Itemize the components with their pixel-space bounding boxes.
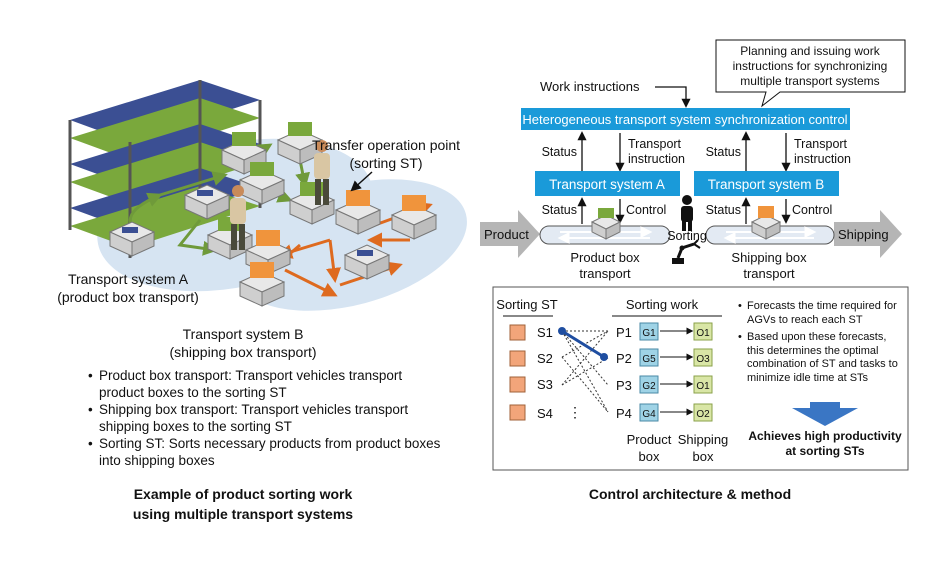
transport-label-b: Transport: [794, 137, 848, 151]
shipping-arrow: [834, 210, 902, 258]
transfer-point-label: Transfer operation point: [312, 137, 460, 153]
station-column: S1 S2 S3 S4 ⋮: [509, 324, 582, 421]
task-row: P2 G5 O3: [616, 348, 713, 367]
product-arrow: [480, 210, 540, 258]
instruction-label-b: instruction: [794, 152, 851, 166]
instruction-label-a: instruction: [628, 152, 685, 166]
bullet-optimize: Based upon these forecasts, this determi…: [738, 331, 906, 385]
bullet-sorting-st: Sorting ST: Sorts necessary products fro…: [88, 435, 448, 469]
result-arrow-icon: [792, 402, 858, 426]
task-p1: P1: [616, 325, 632, 340]
product-box-g4: G4: [642, 409, 656, 420]
bullet-forecast: Forecasts the time required for AGVs to …: [738, 300, 906, 327]
transfer-point-sub-label: (sorting ST): [349, 155, 422, 171]
sync-control-label: Heterogeneous transport system synchroni…: [522, 112, 847, 127]
product-label: Product: [484, 227, 529, 242]
station-s4: S4: [537, 406, 553, 421]
product-box-col-l1: Product: [627, 432, 672, 447]
control-label-b: Control: [792, 203, 832, 217]
transport-system-b-label: Transport system B: [708, 177, 825, 192]
task-p4: P4: [616, 406, 632, 421]
sorting-st-header: Sorting ST: [496, 297, 557, 312]
system-a-label: Transport system A: [68, 271, 189, 287]
candidate-lines: [561, 330, 609, 413]
optimal-assignment-line: [561, 329, 605, 359]
system-a-sub-label: (product box transport): [57, 289, 199, 305]
transport-system-b-box: [694, 171, 839, 196]
station-s1: S1: [537, 325, 553, 340]
task-p3: P3: [616, 378, 632, 393]
control-label-a: Control: [626, 203, 666, 217]
shipping-label: Shipping: [838, 227, 889, 242]
bullet-product-box: Product box transport: Transport vehicle…: [88, 367, 448, 401]
station-s2: S2: [537, 351, 553, 366]
worker-figures: [230, 140, 330, 250]
result-line1: Achieves high productivity: [748, 429, 902, 443]
shipping-box-transport-l1: Shipping box: [731, 250, 807, 265]
status-label-b: Status: [706, 145, 741, 159]
shipping-box-o3: O3: [696, 354, 710, 365]
transport-system-a-box: [535, 171, 680, 196]
left-bullet-list: Product box transport: Transport vehicle…: [88, 367, 448, 469]
callout-line3: multiple transport systems: [740, 74, 879, 88]
product-box-transport-l2: transport: [579, 266, 631, 281]
method-bullet-list: Forecasts the time required for AGVs to …: [738, 300, 906, 389]
callout-line2: instructions for synchronizing: [733, 59, 888, 73]
left-caption-line2: using multiple transport systems: [133, 506, 353, 522]
shipping-box-col-l1: Shipping: [678, 432, 729, 447]
shipping-box-o1: O1: [696, 328, 710, 339]
sorting-label: Sorting: [667, 229, 707, 243]
transport-system-a-label: Transport system A: [549, 177, 665, 192]
shipping-box-o2: O2: [696, 409, 710, 420]
work-instructions-label: Work instructions: [540, 79, 640, 94]
system-b-sub-label: (shipping box transport): [169, 344, 316, 360]
product-box-col-l2: box: [639, 449, 660, 464]
sorting-work-header: Sorting work: [626, 297, 699, 312]
p2-node: [600, 353, 608, 361]
robot-arm-icon: [672, 239, 701, 264]
task-row: P1 G1 O1: [616, 322, 713, 341]
callout-line1: Planning and issuing work: [740, 44, 880, 58]
product-box-g1: G1: [642, 328, 656, 339]
product-box-transport-l1: Product box: [570, 250, 640, 265]
bullet-shipping-box: Shipping box transport: Transport vehicl…: [88, 401, 448, 435]
shipping-box-o1: O1: [696, 381, 710, 392]
status-label-a2: Status: [542, 203, 577, 217]
task-row: P4 G4 O2: [616, 403, 713, 422]
station-s3: S3: [537, 377, 553, 392]
callout-box: Planning and issuing work instructions f…: [715, 39, 906, 108]
left-caption-line1: Example of product sorting work: [134, 486, 353, 502]
s1-node: [558, 327, 566, 335]
work-instructions-arrow: [655, 86, 691, 108]
shipping-box-col-l2: box: [693, 449, 714, 464]
product-box-g5: G5: [642, 354, 656, 365]
transport-label-a: Transport: [628, 137, 682, 151]
status-label-a: Status: [542, 145, 577, 159]
status-label-b2: Status: [706, 203, 741, 217]
sorting-worker-icon: [681, 195, 693, 231]
task-rows: P1 G1 O1 P2 G5 O3 P3 G2 O1 P4 G4: [616, 322, 713, 422]
conveyor-b: [705, 206, 835, 245]
right-caption: Control architecture & method: [589, 486, 791, 502]
system-b-label: Transport system B: [183, 326, 304, 342]
shipping-box-transport-l2: transport: [743, 266, 795, 281]
result-line2: at sorting STs: [785, 444, 864, 458]
warehouse-illustration: [68, 80, 467, 311]
task-p2: P2: [616, 351, 632, 366]
sync-control-bar: [521, 108, 850, 130]
conveyor-a: [539, 208, 671, 245]
more-stations-dots: ⋮: [568, 404, 582, 420]
product-box-g2: G2: [642, 381, 656, 392]
task-row: P3 G2 O1: [616, 375, 713, 394]
